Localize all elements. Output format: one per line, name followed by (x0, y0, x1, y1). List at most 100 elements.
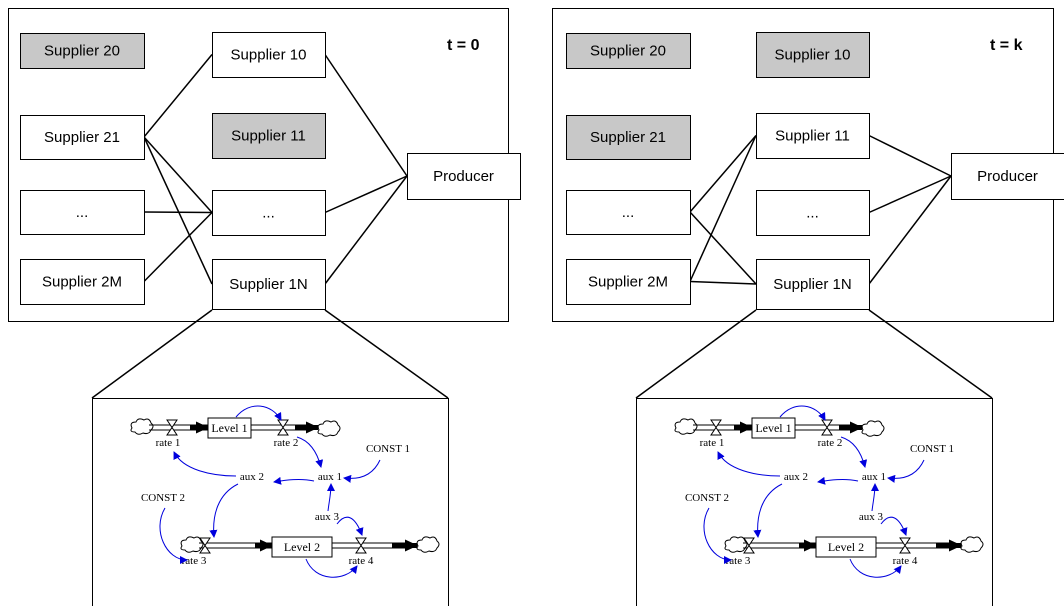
causal-link (296, 436, 324, 468)
node-box (951, 153, 1064, 200)
causal-link (880, 516, 908, 536)
const-2-label: CONST 2 (685, 492, 729, 504)
aux-1-label: aux 1 (318, 471, 342, 483)
link-s2M-s1N (689, 280, 757, 285)
node-box (566, 259, 691, 305)
node-s20: Supplier 20 (20, 33, 145, 69)
link-s11-producer (868, 134, 952, 177)
node-label: Supplier 10 (775, 47, 851, 64)
aux-3-label: aux 3 (859, 511, 884, 523)
node-label: Supplier 11 (775, 128, 850, 145)
link-s10-producer (324, 54, 408, 177)
causal-link (209, 483, 239, 538)
cloud-icon (861, 420, 885, 437)
causal-link (840, 436, 868, 468)
link-s21-s1N (143, 136, 213, 285)
detail-box (92, 398, 449, 606)
causal-links (703, 405, 925, 578)
link-s2M-s1dots (143, 211, 213, 283)
rate-1-label: rate 1 (156, 437, 181, 449)
node-label: Supplier 11 (231, 128, 306, 145)
aux-1-label: aux 1 (862, 471, 886, 483)
cloud-icon (416, 536, 440, 553)
node-box (212, 32, 326, 78)
level-2-box (815, 536, 877, 558)
rate-2-label: rate 2 (818, 437, 843, 449)
node-s1N: Supplier 1N (756, 259, 870, 310)
cloud-icon (960, 536, 984, 553)
causal-link (703, 507, 732, 564)
node-box (20, 115, 145, 160)
node-label: ... (806, 205, 819, 222)
node-s2M: Supplier 2M (20, 259, 145, 305)
node-label: Supplier 2M (588, 274, 668, 291)
causal-link (887, 459, 925, 483)
node-s21: Supplier 21 (566, 115, 691, 160)
node-s11: Supplier 11 (212, 113, 326, 159)
node-s20: Supplier 20 (566, 33, 691, 69)
cloud-icon (724, 536, 748, 553)
node-s10: Supplier 10 (212, 32, 326, 78)
node-box (566, 190, 691, 235)
const-2-label: CONST 2 (141, 492, 185, 504)
zoom-line-left (91, 309, 213, 399)
node-label: ... (76, 204, 89, 221)
node-s1N: Supplier 1N (212, 259, 326, 310)
rate-3-label: rate 3 (182, 555, 207, 567)
node-box (212, 259, 326, 310)
causal-link (305, 558, 358, 578)
rate-4-label: rate 4 (349, 555, 374, 567)
zoom-line-right (868, 309, 993, 399)
node-label: Supplier 10 (231, 47, 307, 64)
stock-flow-detail: Level 1 Level 2 rate 1 rate 2 rate 3 rat… (130, 405, 440, 578)
time-label: t = 0 (447, 37, 480, 54)
causal-link (779, 405, 826, 421)
causal-link (273, 476, 315, 485)
node-label: Supplier 20 (44, 43, 120, 60)
level-1-label: Level 1 (755, 421, 791, 435)
node-producer: Producer (407, 153, 521, 200)
node-box (20, 259, 145, 305)
causal-link (326, 483, 335, 512)
link-s1N-producer (324, 175, 408, 285)
node-label: Supplier 1N (773, 276, 851, 293)
stock-flow-model: Level 1 Level 2 rate 1 rate 2 rate 3 rat… (674, 405, 984, 578)
node-box (20, 33, 145, 69)
link-s2dots-s11 (689, 135, 757, 213)
cloud-icon (674, 418, 698, 435)
link-s1N-producer (868, 175, 952, 285)
aux-2-label: aux 2 (240, 471, 264, 483)
link-s21-s10 (143, 54, 213, 138)
node-label: Producer (433, 168, 494, 185)
node-s1dots: ... (756, 190, 870, 236)
node-box (20, 190, 145, 235)
network-links (689, 134, 952, 285)
causal-link (870, 483, 879, 512)
node-box (566, 33, 691, 69)
zoom-line-right (324, 309, 449, 399)
node-box (756, 190, 870, 236)
node-s2M: Supplier 2M (566, 259, 691, 305)
node-label: ... (262, 205, 275, 222)
link-s2dots-s1N (689, 211, 757, 285)
node-producer: Producer (951, 153, 1064, 200)
time-label: t = k (990, 37, 1023, 54)
causal-link (717, 451, 781, 477)
rate-2-label: rate 2 (274, 437, 299, 449)
aux-2-label: aux 2 (784, 471, 808, 483)
node-box (566, 115, 691, 160)
node-s2dots: ... (20, 190, 145, 235)
node-label: Producer (977, 168, 1038, 185)
link-s1dots-producer (868, 175, 952, 214)
level-2-box (271, 536, 333, 558)
level-1-label: Level 1 (211, 421, 247, 435)
level-1-box (751, 417, 796, 439)
network-links (143, 54, 408, 285)
causal-link (159, 507, 188, 564)
node-box (756, 259, 870, 310)
causal-link (343, 459, 381, 483)
causal-link (235, 405, 282, 421)
zoom-line-left (635, 309, 757, 399)
